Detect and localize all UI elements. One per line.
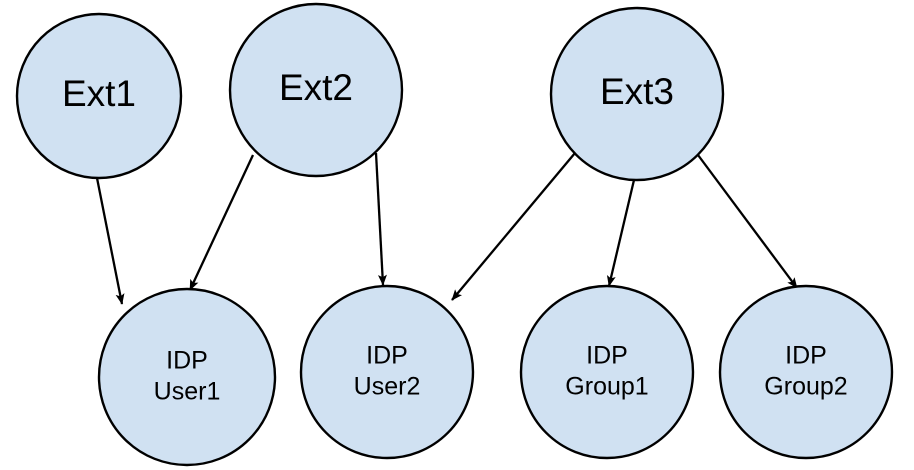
edge-ext1-to-idp-user1: [95, 177, 125, 305]
edge-ext3-to-idp-user2: [451, 152, 576, 301]
ext2-node[interactable]: Ext2: [228, 2, 404, 178]
ext3-node-shape[interactable]: [549, 6, 725, 182]
idp-group2-node-shape[interactable]: [718, 284, 894, 460]
edge-ext2-to-idp-user1: [188, 154, 255, 291]
ext1-node-shape[interactable]: [15, 12, 183, 180]
ext2-node-shape[interactable]: [228, 2, 404, 178]
ext3-node[interactable]: Ext3: [549, 6, 725, 182]
edge-ext2-to-idp-user2: [374, 152, 387, 286]
ext1-node[interactable]: Ext1: [15, 12, 183, 180]
idp-user2-node-shape[interactable]: [299, 284, 475, 460]
idp-user1-node-shape[interactable]: [97, 287, 277, 467]
edge-ext3-to-idp-group1: [606, 179, 636, 287]
idp-group1-node-shape[interactable]: [519, 284, 695, 460]
edge-ext3-to-idp-group2: [697, 154, 798, 289]
edges-layer: [95, 152, 798, 305]
